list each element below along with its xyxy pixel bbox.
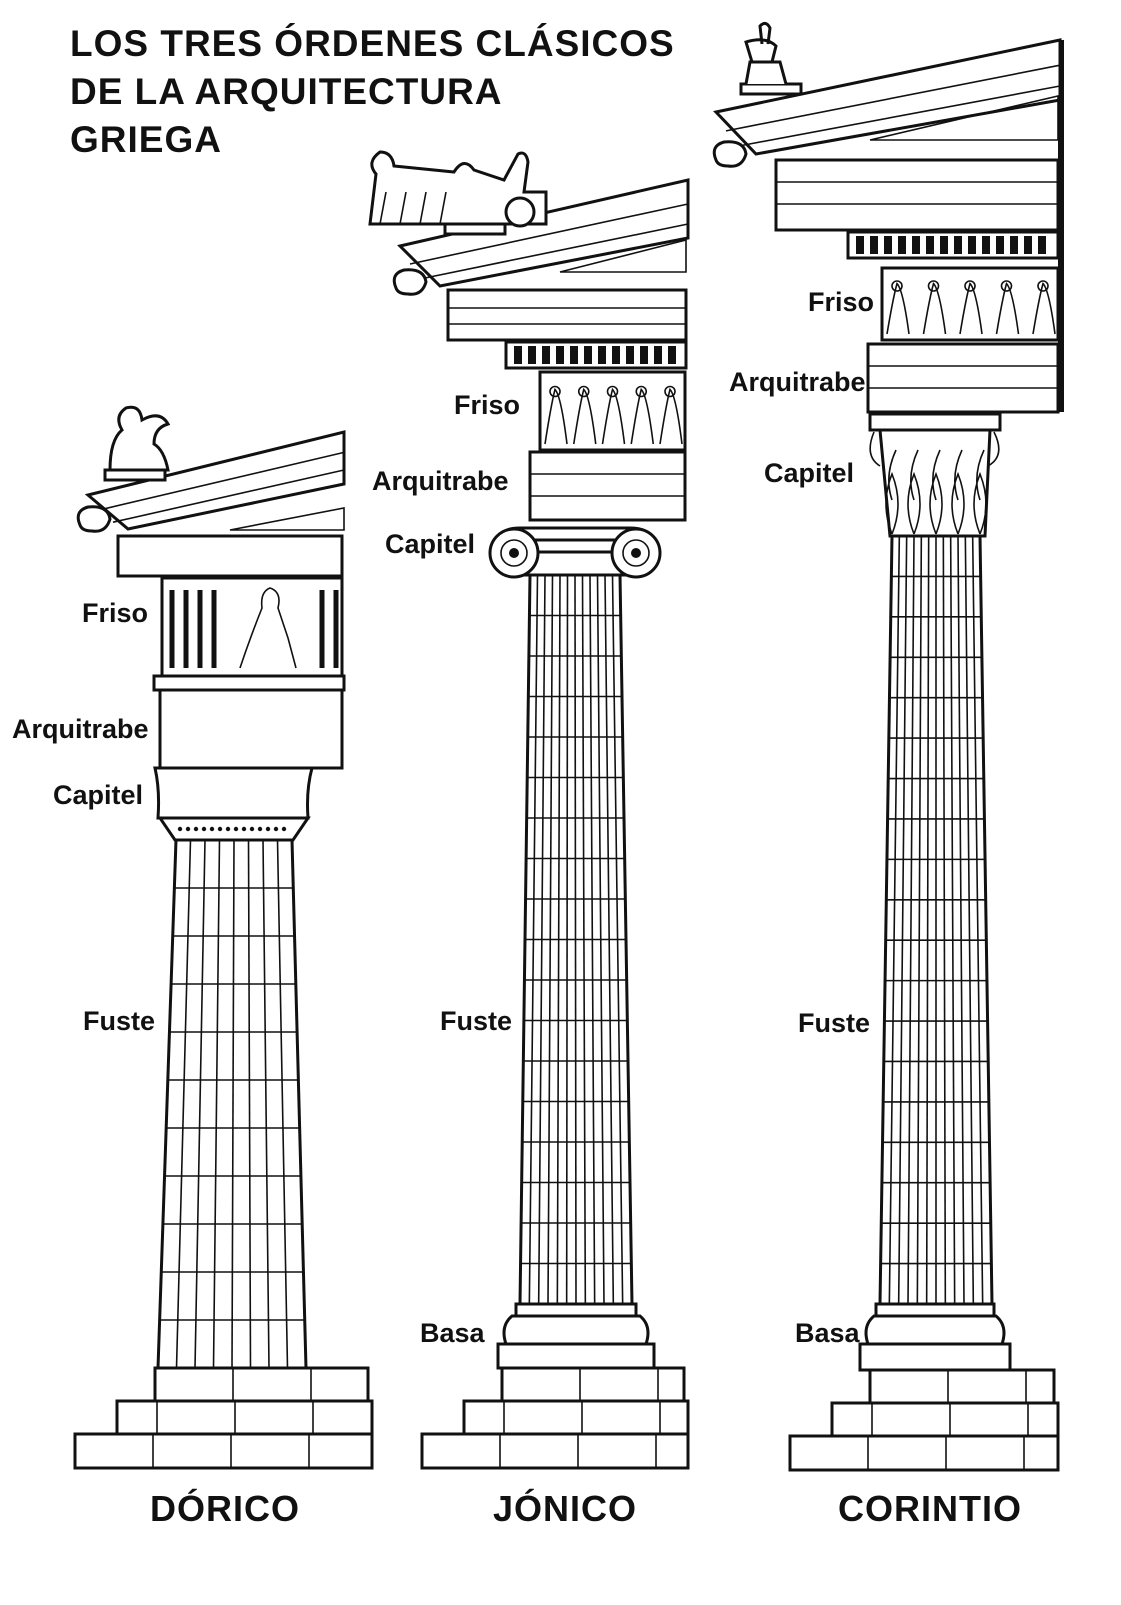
doric-label-fuste: Fuste (83, 1006, 156, 1036)
title-line-2: DE LA ARQUITECTURA (70, 71, 503, 112)
doric-order-name: DÓRICO (150, 1488, 300, 1529)
ionic-label-friso: Friso (454, 390, 521, 420)
corinthian-label-friso: Friso (808, 287, 875, 317)
page-title: LOS TRES ÓRDENES CLÁSICOS DE LA ARQUITEC… (70, 20, 675, 164)
ionic-label-fuste: Fuste (440, 1006, 513, 1036)
ionic-order-name: JÓNICO (492, 1488, 638, 1529)
doric-label-capitel: Capitel (53, 780, 144, 810)
ionic-label-arquitrabe: Arquitrabe (372, 466, 509, 496)
title-line-1: LOS TRES ÓRDENES CLÁSICOS (70, 23, 675, 64)
corinthian-order-name: CORINTIO (838, 1488, 1022, 1529)
corinthian-column (712, 21, 1064, 1472)
doric-label-friso: Friso (82, 598, 149, 628)
ionic-label-capitel: Capitel (385, 529, 476, 559)
title-line-3: GRIEGA (70, 119, 222, 160)
ionic-label-basa: Basa (420, 1318, 485, 1348)
doric-column (73, 405, 374, 1470)
corinthian-label-capitel: Capitel (764, 458, 855, 488)
corinthian-label-arquitrabe: Arquitrabe (729, 367, 866, 397)
corinthian-label-basa: Basa (795, 1318, 860, 1348)
corinthian-label-fuste: Fuste (798, 1008, 871, 1038)
ionic-column (368, 150, 690, 1470)
doric-label-arquitrabe: Arquitrabe (12, 714, 149, 744)
